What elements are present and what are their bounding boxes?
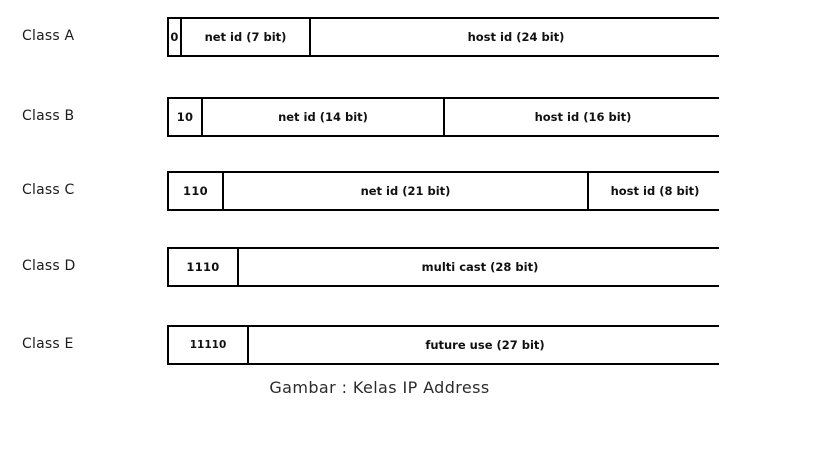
class-label-b: Class B — [22, 108, 75, 124]
figure-caption-text: Gambar : Kelas IP Address — [269, 378, 490, 397]
bit-cell-b-netid: net id (14 bit) — [201, 99, 443, 135]
bit-field-box-a: 0 net id (7 bit) host id (24 bit) — [167, 17, 721, 57]
bit-field-box-d: 1110 multi cast (28 bit) — [167, 247, 721, 287]
bit-cell-d-multicast: multi cast (28 bit) — [237, 249, 721, 285]
bit-cell-a-hostid: host id (24 bit) — [309, 19, 721, 55]
bit-field-box-b: 10 net id (14 bit) host id (16 bit) — [167, 97, 721, 137]
bit-cell-b-prefix: 10 — [169, 99, 201, 135]
bit-cell-e-prefix: 11110 — [169, 327, 247, 363]
bit-cell-c-prefix: 110 — [169, 173, 222, 209]
bit-cell-b-hostid: host id (16 bit) — [443, 99, 721, 135]
class-label-e: Class E — [22, 336, 74, 352]
bit-cell-d-prefix: 1110 — [169, 249, 237, 285]
class-label-c: Class C — [22, 182, 75, 198]
class-label-a: Class A — [22, 28, 75, 44]
class-label-d: Class D — [22, 258, 76, 274]
bit-cell-c-hostid: host id (8 bit) — [587, 173, 721, 209]
bit-cell-c-netid: net id (21 bit) — [222, 173, 587, 209]
figure-caption: Gambar : Kelas IP Address — [0, 378, 819, 397]
bit-field-box-c: 110 net id (21 bit) host id (8 bit) — [167, 171, 721, 211]
bit-cell-a-prefix: 0 — [169, 19, 180, 55]
bit-field-box-e: 11110 future use (27 bit) — [167, 325, 721, 365]
bit-cell-a-netid: net id (7 bit) — [180, 19, 309, 55]
bit-cell-e-futureuse: future use (27 bit) — [247, 327, 721, 363]
